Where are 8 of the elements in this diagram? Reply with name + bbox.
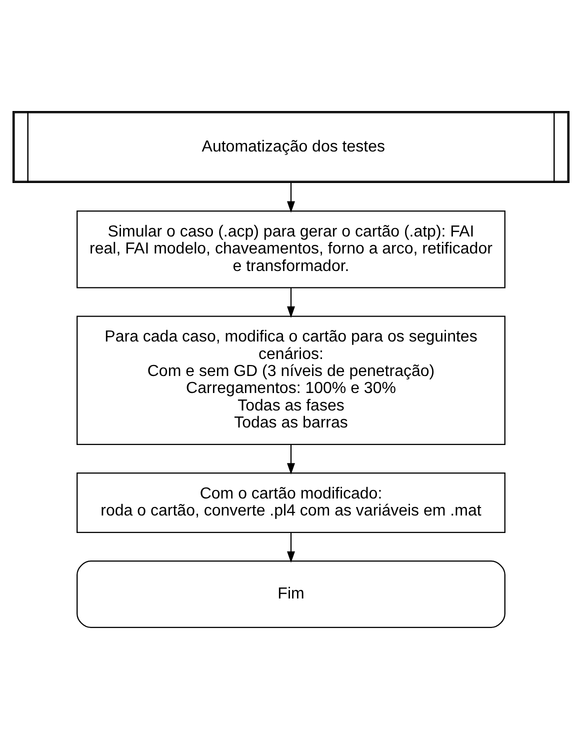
node-box: Com o cartão modificado: roda o cartão, converte .pl4 com as variáveis em .mat <box>76 472 506 533</box>
arrow <box>286 287 296 318</box>
node-box: Para cada caso, modifica o cartão para os seguintes cenários: Com e sem GD (3 níveis de penetração) Carregamentos: 100% e 30% Todas as fases Todas as barras <box>76 315 506 444</box>
arrow <box>286 444 296 474</box>
arrow <box>286 182 296 212</box>
node-box: Simular o caso (.acp) para gerar o cartão (.atp): FAI real, FAI modelo, chaveamentos, forno a arco, retificador e transformador. <box>76 210 506 288</box>
arrow <box>286 532 296 562</box>
node-box: Fim <box>76 560 506 628</box>
